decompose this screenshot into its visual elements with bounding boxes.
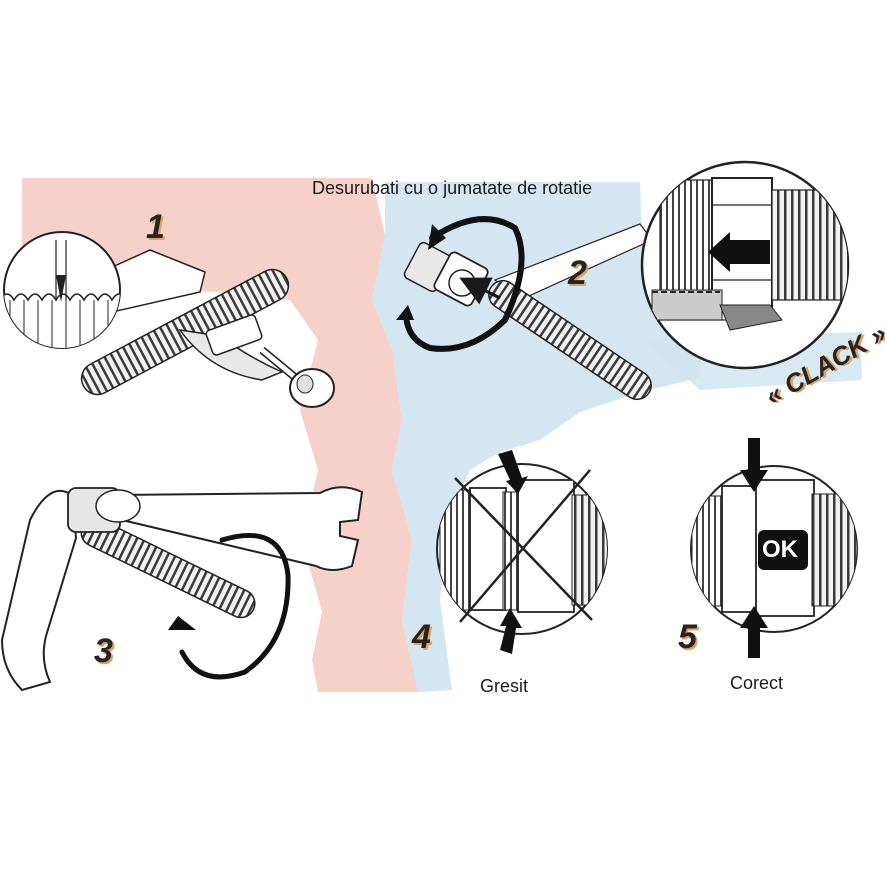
step-number-2: 2 (568, 254, 587, 292)
step2-detail-magnifier (493, 160, 850, 370)
wrong-caption: Gresit (480, 676, 529, 696)
step2-unscrew (396, 160, 850, 401)
step5-correct (690, 438, 858, 658)
step-number-4: 4 (412, 618, 431, 656)
step-number-1: 1 (146, 208, 165, 246)
correct-arrow-bottom (740, 606, 768, 658)
step-number-5: 5 (678, 618, 697, 656)
wrong-arrow-bottom (500, 608, 522, 654)
step-number-3: 3 (94, 632, 113, 670)
pipe-cutter-tool (178, 314, 335, 408)
ok-label: OK (762, 536, 798, 563)
step4-wrong (436, 450, 608, 654)
wrong-cross-line-2 (459, 469, 591, 623)
instruction-caption: Desurubati cu o jumatate de rotatie (312, 178, 593, 198)
correct-arrow-top (740, 438, 768, 492)
step3-tighten (0, 486, 364, 692)
tighten-rotation-arrow (168, 532, 291, 680)
open-end-wrench (118, 486, 364, 571)
compression-fitting (403, 241, 501, 307)
ok-badge (758, 530, 808, 570)
correct-caption: Corect (730, 673, 784, 693)
rotation-arrow (396, 216, 525, 352)
wrong-arrow-top (498, 450, 528, 494)
holding-wrench (0, 487, 141, 692)
right-tint-region (372, 182, 700, 692)
